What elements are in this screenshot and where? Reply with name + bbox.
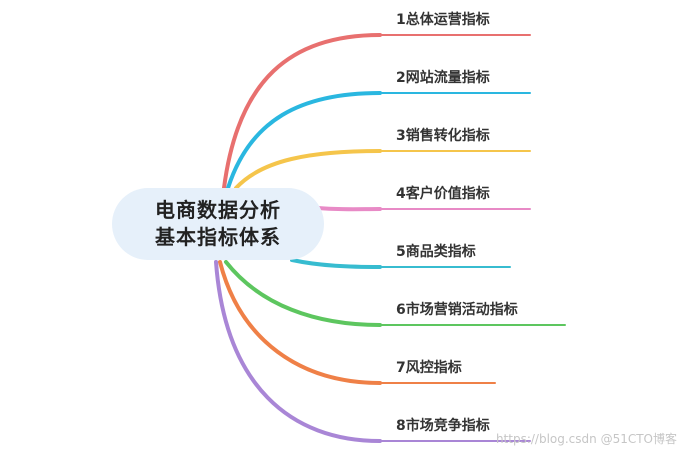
branch-topic-3[interactable]: 3销售转化指标 — [396, 128, 490, 144]
branch-topic-4[interactable]: 4客户价值指标 — [396, 186, 490, 202]
central-topic-line-2: 基本指标体系 — [155, 225, 281, 249]
central-topic-line-1: 电商数据分析 — [155, 198, 281, 222]
branch-line-4 — [316, 206, 382, 212]
watermark: https://blog.csdn @51CTO博客 — [495, 432, 677, 446]
central-topic[interactable]: 电商数据分析 基本指标体系 — [112, 188, 324, 260]
branch-line-7 — [218, 260, 382, 385]
branch-topic-6[interactable]: 6市场营销活动指标 — [396, 302, 518, 318]
branch-topic-2[interactable]: 2网站流量指标 — [396, 70, 490, 86]
branch-line-6 — [224, 260, 382, 327]
branch-topic-8[interactable]: 8市场竞争指标 — [396, 418, 490, 434]
branch-line-5 — [290, 258, 382, 269]
branch-topic-1[interactable]: 1总体运营指标 — [396, 12, 490, 28]
branch-topic-7[interactable]: 7风控指标 — [396, 360, 462, 376]
branch-line-2 — [226, 91, 382, 190]
branch-line-1 — [222, 33, 382, 190]
branch-line-3 — [234, 149, 382, 190]
branch-topic-5[interactable]: 5商品类指标 — [396, 244, 476, 260]
branch-line-8 — [214, 260, 382, 443]
